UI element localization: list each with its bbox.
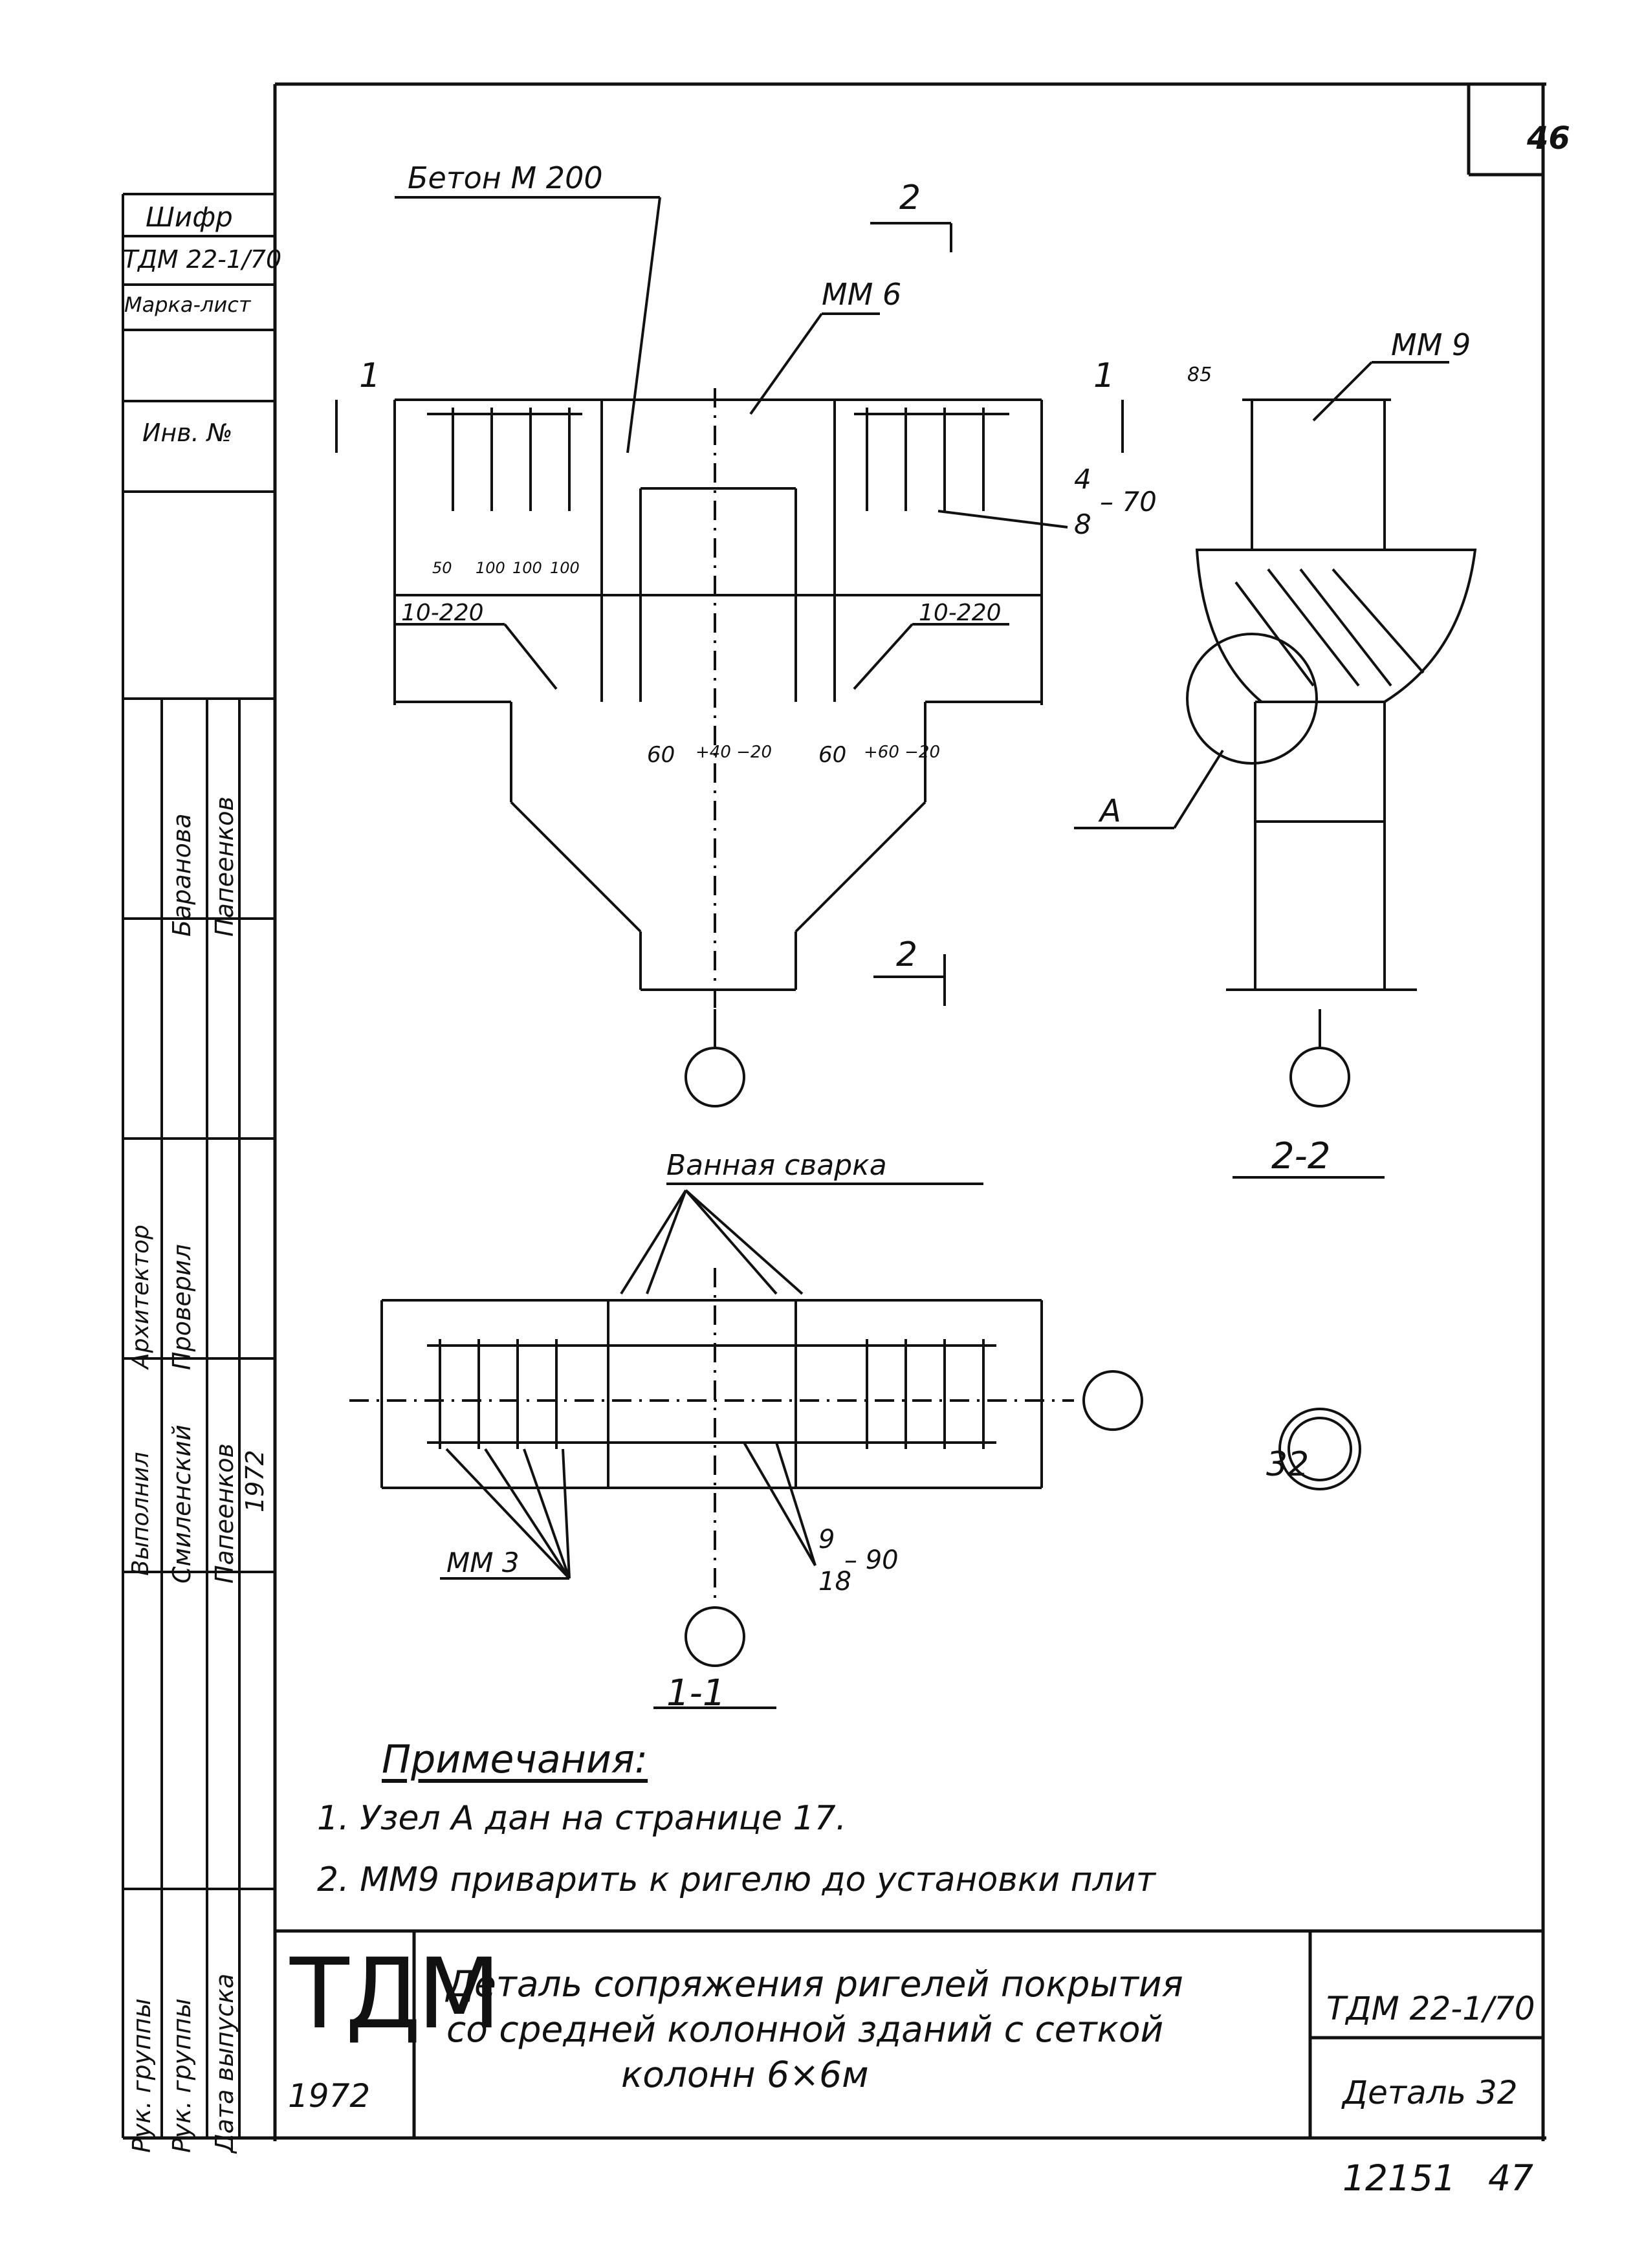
dimension-60-left: 60	[647, 742, 675, 768]
side-role-3: Выполнил	[127, 1452, 154, 1576]
leaders	[335, 196, 1449, 1006]
title-block-year: 1972	[288, 2077, 371, 2115]
title-block-frame	[275, 1929, 1543, 2138]
detail-stamp-number: 32	[1266, 1445, 1310, 1484]
drawing-title-line-1: Деталь сопряжения ригелей покрытия	[446, 1963, 1183, 2005]
cipher-value: ТДМ 22-1/70	[123, 245, 282, 274]
drawing-title-line-3: колонн 6×6м	[621, 2054, 869, 2095]
side-stamp-frame	[122, 193, 275, 2138]
dimension-100-c: 100	[550, 559, 580, 577]
section-1-1-title: 1-1	[666, 1672, 726, 1714]
side-role-4: Архитектор	[127, 1225, 154, 1369]
section-mark-1-right: 1	[1093, 356, 1115, 395]
dimension-50: 50	[432, 559, 452, 577]
dimension-100-b: 100	[512, 559, 542, 577]
rebar-9-18-step: – 90	[844, 1545, 899, 1575]
side-name-2: Папеенков	[210, 1443, 239, 1584]
dimension-60-right: 60	[818, 742, 847, 768]
rebar-9-18-denominator: 18	[818, 1567, 851, 1597]
archive-number: 12151	[1343, 2157, 1456, 2199]
rebar-9-18-numerator: 9	[818, 1525, 835, 1554]
mm9-label: ММ 9	[1391, 327, 1471, 362]
concrete-label: Бетон М 200	[408, 160, 603, 195]
side-role-5: Проверил	[168, 1244, 196, 1370]
node-a-label: А	[1100, 793, 1121, 829]
drawing-title-line-2: со средней колонной зданий с сеткой	[446, 2009, 1164, 2050]
rebar-4-8-numerator: 4	[1074, 463, 1091, 495]
note-1: 1. Узел А дан на странице 17.	[317, 1799, 847, 1838]
notes-title: Примечания:	[382, 1737, 648, 1782]
elevation-view	[393, 388, 1043, 1107]
section-mark-2-bottom: 2	[896, 935, 918, 974]
cipher-label: Шифр	[146, 201, 233, 233]
section-2-2-title: 2-2	[1271, 1135, 1331, 1177]
side-name-3: Баранова	[168, 813, 196, 937]
inventory-label: Инв. №	[142, 419, 233, 447]
sheet-mark-label: Марка-лист	[124, 292, 251, 317]
sheet-number: 46	[1527, 120, 1570, 157]
side-name-4: Папеенков	[210, 796, 239, 937]
side-role-6: Дата выпуска	[210, 1973, 239, 2153]
organization-logo: ТДМ	[290, 1938, 501, 2051]
section-mark-2-top: 2	[899, 179, 921, 217]
mm3-label: ММ 3	[446, 1547, 520, 1578]
bar-10-220-left: 10-220	[401, 600, 484, 626]
section-mark-1-left: 1	[359, 356, 381, 395]
side-role-1: Рук. группы	[127, 1998, 156, 2153]
note-2: 2. ММ9 приварить к ригелю до установки п…	[317, 1860, 1156, 1899]
mm6-label: ММ 6	[822, 277, 902, 312]
side-name-5: 1972	[241, 1450, 269, 1512]
bath-welding-label: Ванная сварка	[666, 1149, 887, 1182]
side-name-1: Смиленский	[168, 1424, 196, 1584]
dimension-85: 85	[1187, 364, 1212, 386]
rebar-4-8-step: – 70	[1100, 486, 1157, 518]
side-role-2: Рук. группы	[168, 1998, 196, 2153]
tolerance-right: +60 −20	[864, 743, 941, 762]
drawing-code: ТДМ 22-1/70	[1326, 1990, 1535, 2027]
detail-label: Деталь 32	[1343, 2074, 1518, 2111]
section-1-1-view	[349, 1183, 1361, 1709]
bar-10-220-right: 10-220	[919, 600, 1002, 626]
tolerance-left: +40 −20	[696, 743, 773, 762]
dimension-100-a: 100	[476, 559, 505, 577]
page-number: 47	[1488, 2157, 1533, 2199]
rebar-4-8-denominator: 8	[1074, 508, 1091, 540]
section-2-2-view	[1186, 398, 1477, 1179]
